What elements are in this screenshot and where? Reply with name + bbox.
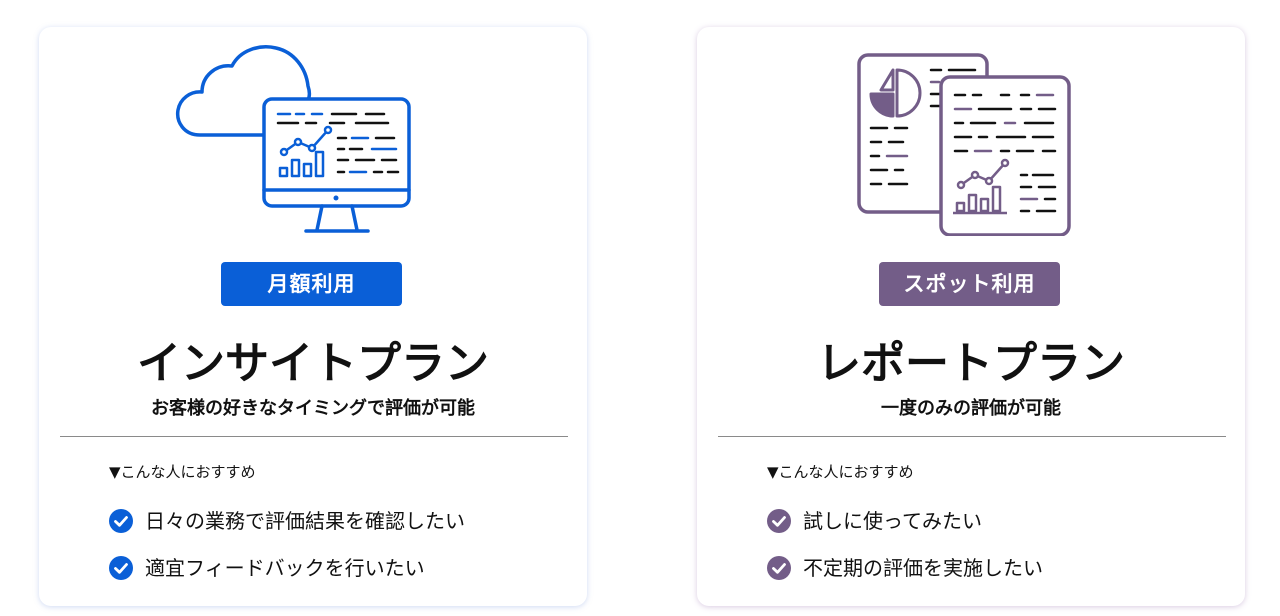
recommend-item: 適宜フィードバックを行いたい bbox=[109, 553, 425, 583]
recommend-item: 不定期の評価を実施したい bbox=[767, 553, 1043, 583]
recommend-item-text: 日々の業務で評価結果を確認したい bbox=[145, 509, 465, 533]
recommend-item-text: 不定期の評価を実施したい bbox=[803, 556, 1043, 580]
check-circle-icon bbox=[109, 509, 133, 533]
cloud-monitor-analytics-icon bbox=[175, 45, 411, 233]
divider bbox=[60, 436, 568, 437]
recommend-item: 試しに使ってみたい bbox=[767, 506, 982, 536]
recommend-label: ▼こんな人におすすめ bbox=[109, 463, 256, 481]
report-documents-icon bbox=[857, 53, 1071, 236]
plan-title: レポートプラン bbox=[817, 338, 1125, 389]
recommend-label: ▼こんな人におすすめ bbox=[767, 463, 914, 481]
check-circle-icon bbox=[767, 509, 791, 533]
check-circle-icon bbox=[767, 556, 791, 580]
check-circle-icon bbox=[109, 556, 133, 580]
plan-type-badge: 月額利用 bbox=[221, 262, 402, 306]
plan-description: 一度のみの評価が可能 bbox=[881, 398, 1061, 419]
recommend-item-text: 適宜フィードバックを行いたい bbox=[145, 556, 425, 580]
plan-description: お客様の好きなタイミングで評価が可能 bbox=[151, 398, 475, 419]
report-plan-card[interactable]: スポット利用 レポートプラン 一度のみの評価が可能 ▼こんな人におすすめ 試しに… bbox=[697, 27, 1245, 606]
plan-title: インサイトプラン bbox=[137, 338, 489, 389]
recommend-item: 日々の業務で評価結果を確認したい bbox=[109, 506, 465, 536]
insight-plan-card[interactable]: 月額利用 インサイトプラン お客様の好きなタイミングで評価が可能 ▼こんな人にお… bbox=[39, 27, 587, 606]
recommend-item-text: 試しに使ってみたい bbox=[803, 509, 982, 533]
plan-type-badge: スポット利用 bbox=[879, 262, 1060, 306]
divider bbox=[718, 436, 1226, 437]
